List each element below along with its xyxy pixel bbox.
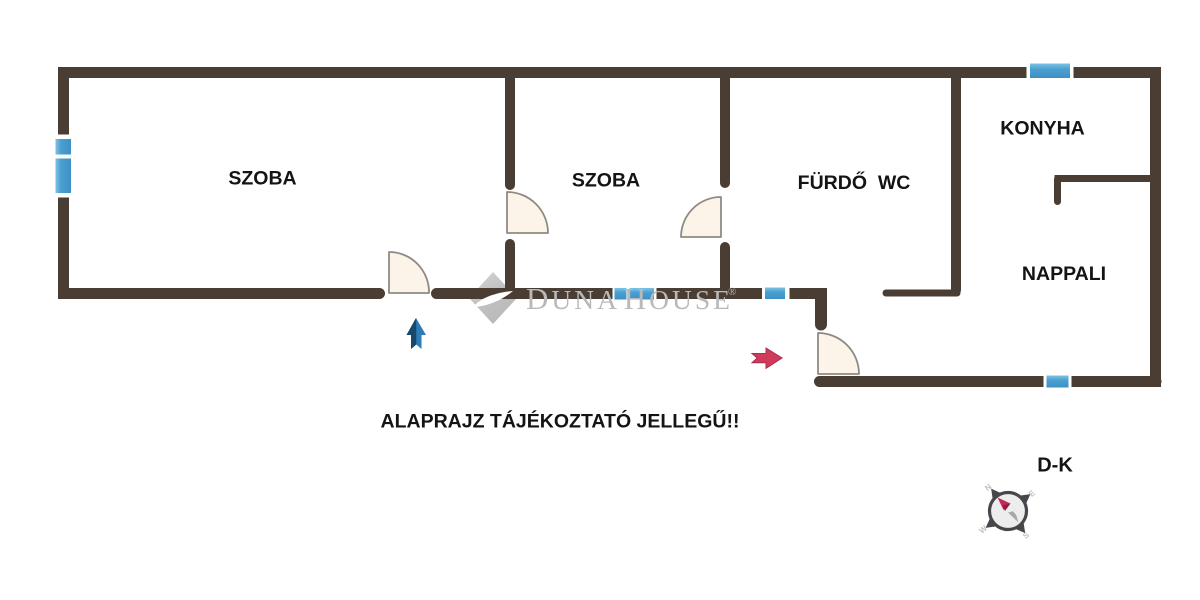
svg-text:W: W <box>977 523 989 535</box>
svg-text:D-K: D-K <box>1037 455 1073 477</box>
svg-text:E: E <box>1027 488 1037 499</box>
svg-text:DUNA HOUSE®: DUNA HOUSE® <box>526 281 739 316</box>
svg-text:S: S <box>1021 530 1031 541</box>
svg-text:FÜRDŐ WC: FÜRDŐ WC <box>798 171 911 194</box>
svg-text:SZOBA: SZOBA <box>228 168 296 190</box>
svg-text:KONYHA: KONYHA <box>1000 118 1085 140</box>
svg-text:ALAPRAJZ TÁJÉKOZTATÓ JELLEGŰ!!: ALAPRAJZ TÁJÉKOZTATÓ JELLEGŰ!! <box>381 409 740 433</box>
svg-text:NAPPALI: NAPPALI <box>1022 263 1106 285</box>
svg-text:SZOBA: SZOBA <box>572 170 640 192</box>
svg-text:N: N <box>983 482 993 493</box>
